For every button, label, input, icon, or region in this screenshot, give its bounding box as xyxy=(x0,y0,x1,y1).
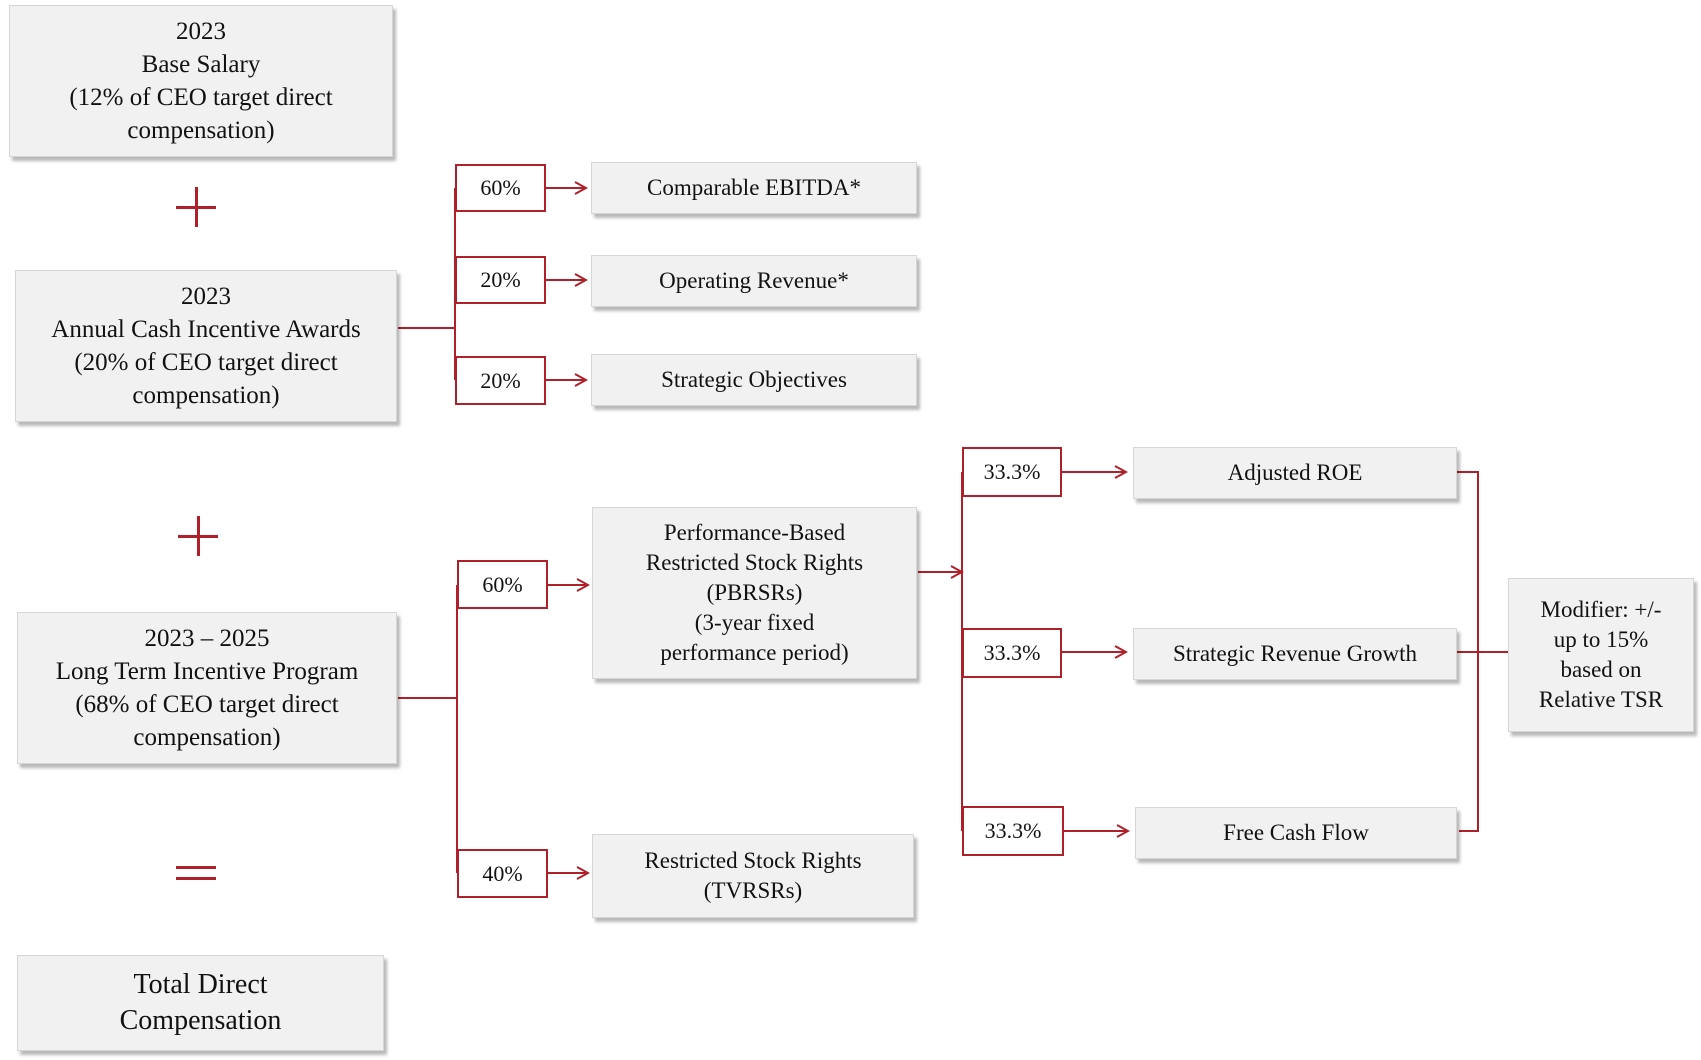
pbrsrs-line: performance period) xyxy=(660,640,849,665)
total-line: Total Direct xyxy=(133,969,268,1000)
pbrsrs-line: Performance-Based xyxy=(663,520,846,545)
ltip-box: 2023 – 2025 Long Term Incentive Program … xyxy=(17,612,397,764)
modifier-line: Relative TSR xyxy=(1538,687,1664,712)
equals-sign xyxy=(176,866,216,880)
modifier-connector xyxy=(1457,471,1508,832)
adjusted-roe-box: Adjusted ROE xyxy=(1133,447,1457,499)
base-salary-line: compensation) xyxy=(127,117,275,144)
tvrsrs-line: Restricted Stock Rights xyxy=(644,848,862,873)
operating-revenue-label: Operating Revenue* xyxy=(659,268,849,293)
pbrsrs-box: Performance-Based Restricted Stock Right… xyxy=(592,507,917,679)
plus-sign xyxy=(176,187,216,227)
comparable-ebitda-box: Comparable EBITDA* xyxy=(591,162,917,214)
strategic-objectives-label: Strategic Objectives xyxy=(661,367,847,392)
weight-tvrsrs: 40% xyxy=(457,849,548,898)
total-direct-compensation-box: Total Direct Compensation xyxy=(17,955,384,1051)
strategic-revenue-growth-label: Strategic Revenue Growth xyxy=(1173,641,1417,666)
plus-sign xyxy=(178,516,218,556)
comparable-ebitda-label: Comparable EBITDA* xyxy=(647,175,861,200)
weight-strategic-revenue-growth: 33.3% xyxy=(962,628,1062,678)
free-cash-flow-label: Free Cash Flow xyxy=(1223,820,1369,845)
base-salary-line: 2023 xyxy=(176,18,226,45)
weight-operating-revenue: 20% xyxy=(455,256,546,304)
weight-strategic-objectives: 20% xyxy=(455,356,546,405)
ltip-line: 2023 – 2025 xyxy=(144,625,270,652)
adjusted-roe-label: Adjusted ROE xyxy=(1227,460,1363,485)
total-line: Compensation xyxy=(119,1005,282,1036)
ltip-line: Long Term Incentive Program xyxy=(55,658,359,685)
annual-cash-line: 2023 xyxy=(181,283,231,310)
base-salary-box: 2023 Base Salary (12% of CEO target dire… xyxy=(9,5,393,157)
ltip-connector xyxy=(398,585,458,873)
annual-cash-line: Annual Cash Incentive Awards xyxy=(51,316,361,343)
tvrsrs-line: (TVRSRs) xyxy=(703,878,803,903)
modifier-line: based on xyxy=(1560,657,1642,682)
annual-cash-box: 2023 Annual Cash Incentive Awards (20% o… xyxy=(15,270,397,422)
weight-pbrsrs: 60% xyxy=(457,560,548,609)
free-cash-flow-box: Free Cash Flow xyxy=(1135,807,1457,859)
ltip-line: compensation) xyxy=(133,724,281,751)
pbrsrs-line: (3-year fixed xyxy=(694,610,815,635)
relative-tsr-modifier-box: Modifier: +/- up to 15% based on Relativ… xyxy=(1508,578,1694,732)
weight-comparable-ebitda: 60% xyxy=(455,164,546,212)
pbrsrs-line: Restricted Stock Rights xyxy=(645,550,864,575)
modifier-line: Modifier: +/- xyxy=(1540,597,1662,622)
annual-cash-line: (20% of CEO target direct xyxy=(74,349,338,376)
weight-adjusted-roe: 33.3% xyxy=(962,447,1062,497)
annual-cash-line: compensation) xyxy=(132,382,280,409)
pbrsrs-line: (PBRSRs) xyxy=(706,580,803,605)
strategic-revenue-growth-box: Strategic Revenue Growth xyxy=(1133,628,1457,680)
strategic-objectives-box: Strategic Objectives xyxy=(591,354,917,406)
ltip-line: (68% of CEO target direct xyxy=(75,691,339,718)
base-salary-line: (12% of CEO target direct xyxy=(69,84,333,111)
annual-cash-connector xyxy=(398,187,456,381)
operating-revenue-box: Operating Revenue* xyxy=(591,255,917,307)
weight-free-cash-flow: 33.3% xyxy=(962,806,1064,856)
tvrsrs-box: Restricted Stock Rights (TVRSRs) xyxy=(592,834,914,918)
modifier-line: up to 15% xyxy=(1553,627,1649,652)
base-salary-line: Base Salary xyxy=(141,51,261,78)
